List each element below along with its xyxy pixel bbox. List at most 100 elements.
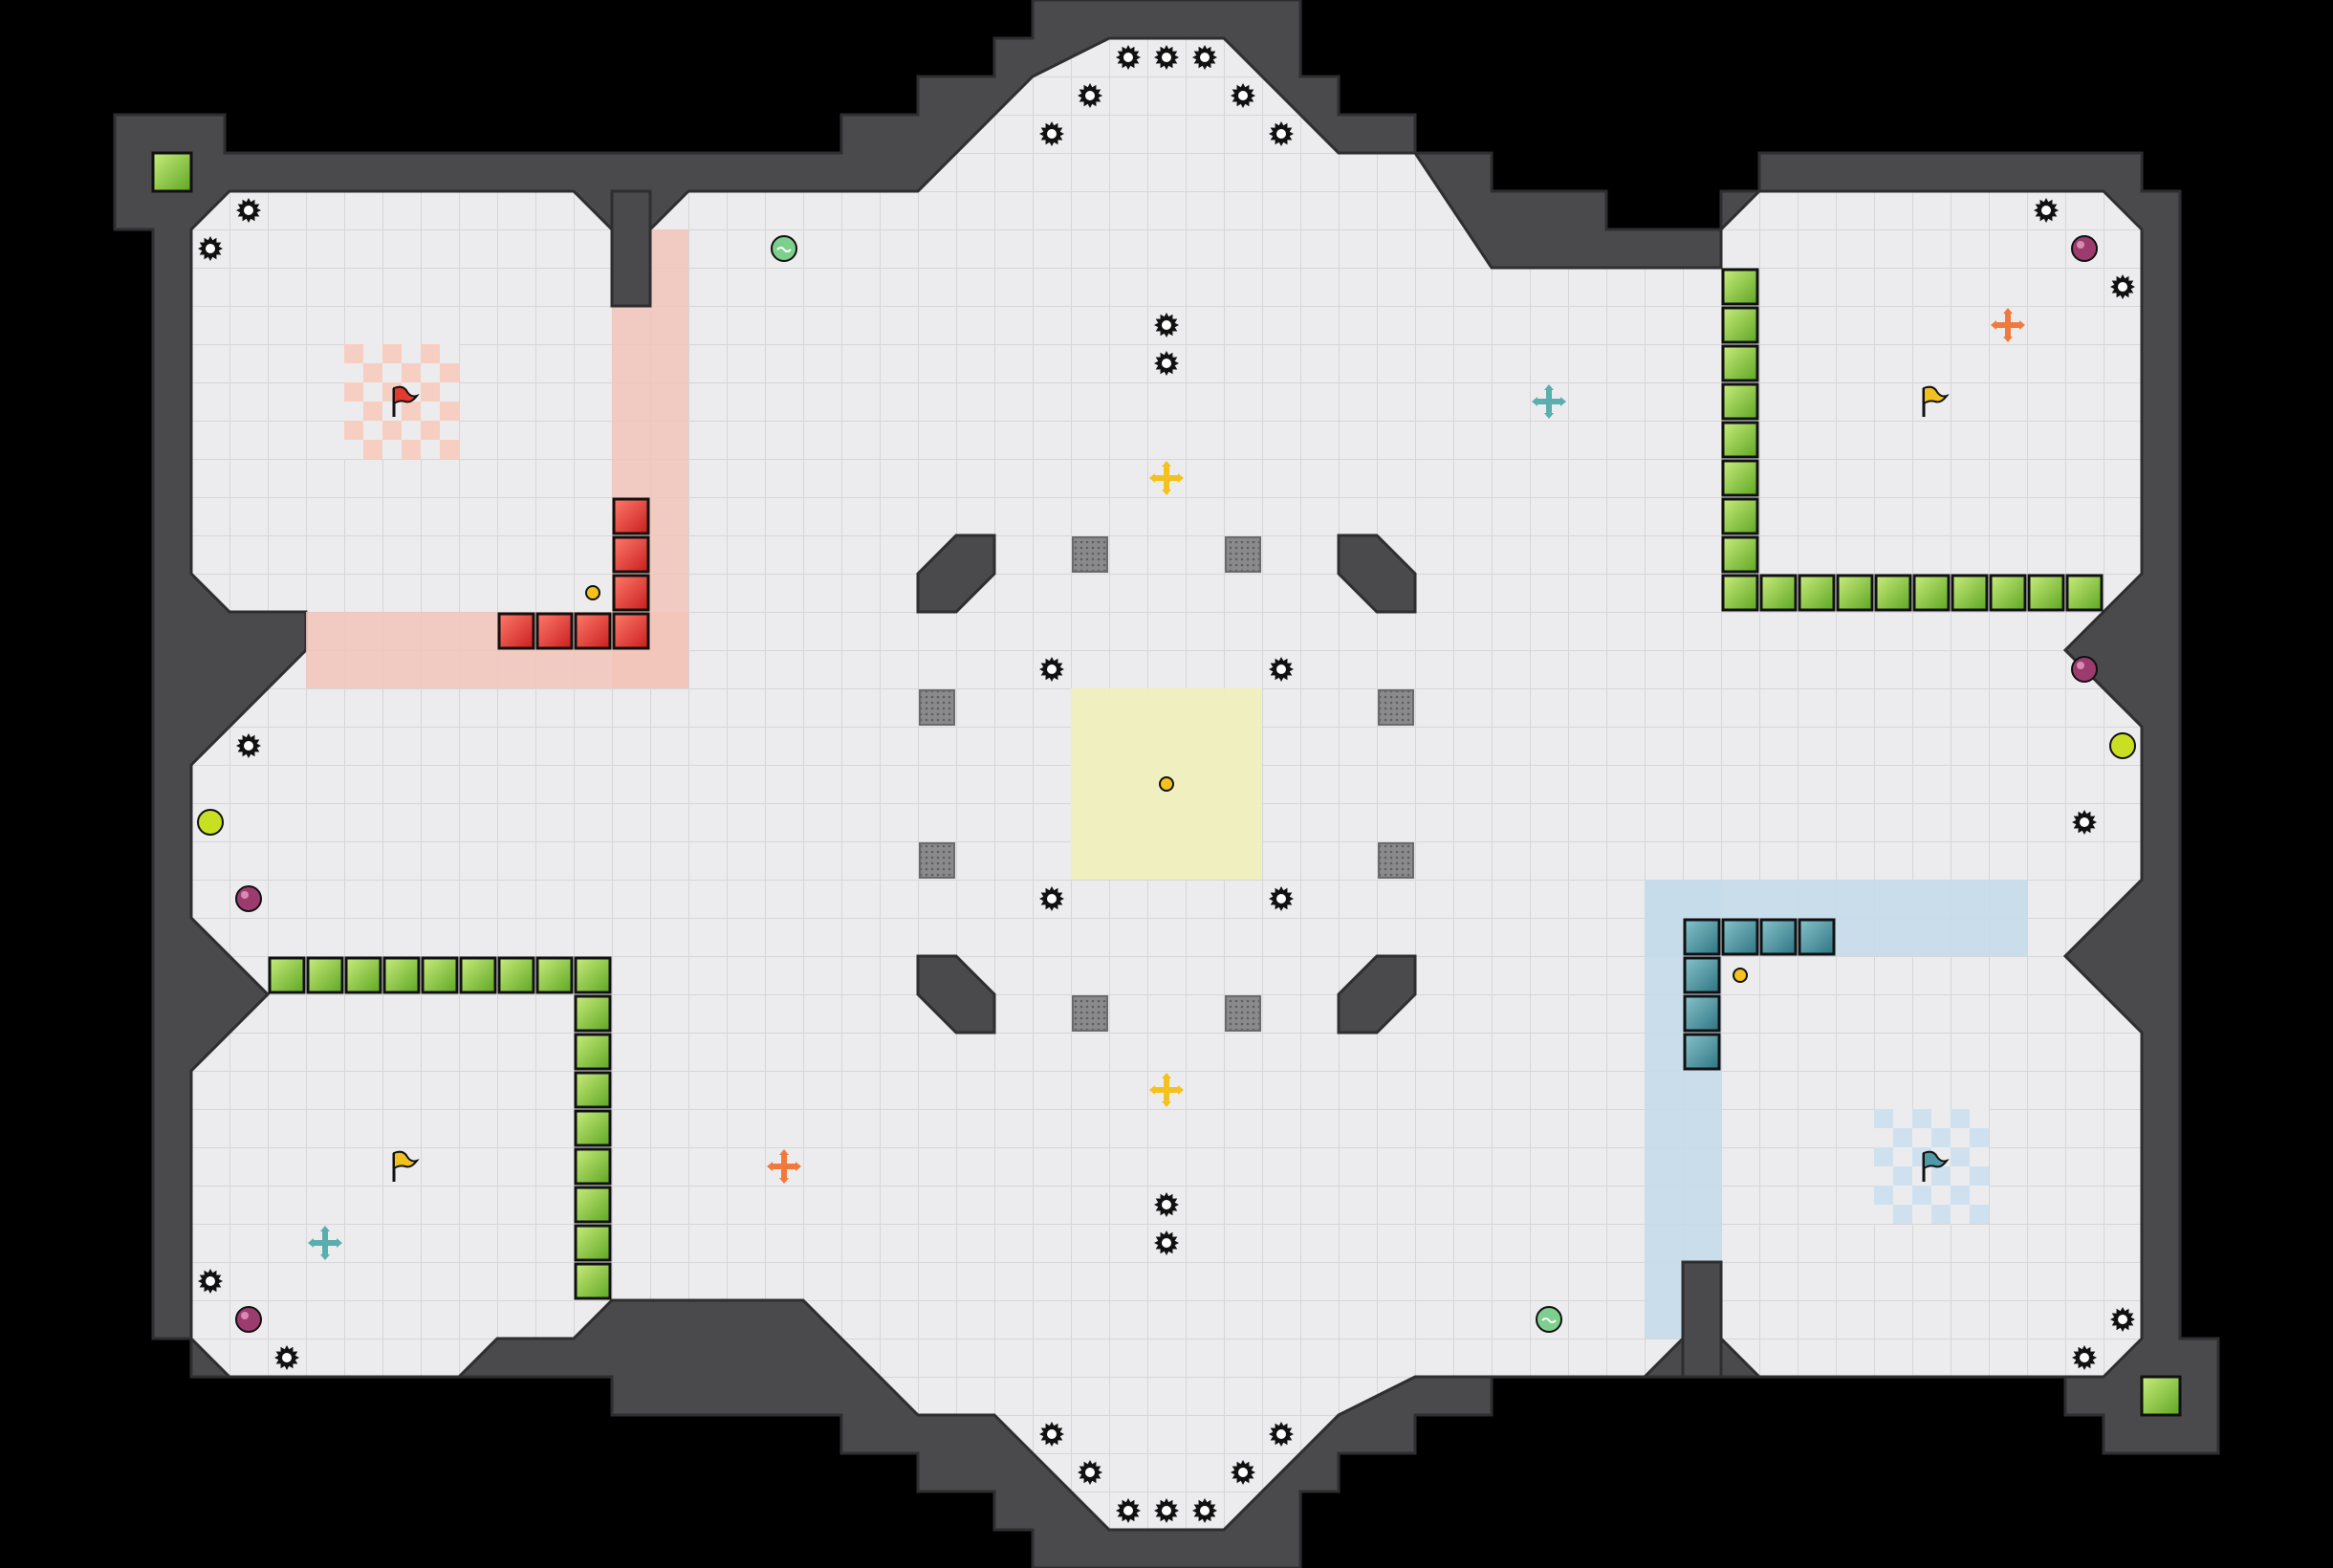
mine-icon <box>1154 1498 1179 1523</box>
floor-grate <box>919 689 955 726</box>
flag-blue-icon[interactable] <box>1922 1150 1950 1182</box>
green-block <box>459 956 497 994</box>
green-block <box>574 956 612 994</box>
blue-block <box>1683 1033 1721 1071</box>
green-block <box>1721 459 1759 497</box>
wall-notch <box>1681 1260 1723 1379</box>
green-block <box>1721 382 1759 421</box>
mine-icon <box>236 198 261 223</box>
mine-icon <box>1116 1498 1141 1523</box>
green-block <box>1951 574 1989 612</box>
green-block <box>574 1262 612 1300</box>
green-block <box>1721 497 1759 535</box>
mine-icon <box>2034 198 2059 223</box>
green-block <box>535 956 574 994</box>
mine-icon <box>198 1269 223 1294</box>
mine-icon <box>1039 1422 1064 1447</box>
green-block <box>574 1224 612 1262</box>
green-block <box>382 956 421 994</box>
cross-pickup-icon[interactable] <box>308 1226 342 1260</box>
mine-icon <box>1192 1498 1217 1523</box>
blue-block <box>1683 918 1721 956</box>
green-block <box>574 1071 612 1109</box>
green-block <box>1721 306 1759 344</box>
wall-notch <box>610 189 652 308</box>
pickups <box>308 308 2025 1260</box>
red-block <box>574 612 612 650</box>
green-block <box>1874 574 1912 612</box>
mine-icon <box>2072 810 2097 835</box>
mine-icon <box>1154 1192 1179 1217</box>
red-block <box>497 612 535 650</box>
green-block <box>306 956 344 994</box>
green-block <box>497 956 535 994</box>
green-block <box>574 1186 612 1224</box>
green-block <box>1836 574 1874 612</box>
mine-icon <box>1231 1460 1255 1485</box>
green-block <box>574 1109 612 1147</box>
orb-green-icon[interactable] <box>1536 1306 1562 1333</box>
green-block <box>2027 574 2065 612</box>
blue-block <box>1683 956 1721 994</box>
orbs <box>197 235 2136 1333</box>
orb-lime-icon[interactable] <box>197 809 224 836</box>
blue-block <box>1759 918 1798 956</box>
green-block <box>2065 574 2104 612</box>
mines <box>198 45 2135 1523</box>
cross-pickup-icon[interactable] <box>1149 461 1184 495</box>
mine-icon <box>1154 313 1179 338</box>
mine-icon <box>1154 45 1179 70</box>
green-block <box>344 956 382 994</box>
mine-icon <box>1269 1422 1294 1447</box>
cross-pickup-icon[interactable] <box>1532 384 1566 419</box>
green-block <box>1721 344 1759 382</box>
green-block <box>1721 535 1759 574</box>
mine-icon <box>1078 1460 1102 1485</box>
flag-yellow-icon[interactable] <box>392 1150 420 1182</box>
orb-purple-icon[interactable] <box>235 1306 262 1333</box>
green-block <box>268 956 306 994</box>
spawn-dot <box>585 585 600 600</box>
block-walls <box>268 268 2104 1300</box>
green-block <box>1798 574 1836 612</box>
green-block <box>1989 574 2027 612</box>
floor-grate <box>1072 995 1108 1032</box>
green-block <box>1721 574 1759 612</box>
mine-icon <box>2072 1345 2097 1370</box>
red-block <box>612 612 650 650</box>
spawn-dot <box>1159 776 1174 792</box>
mine-icon <box>1231 83 1255 108</box>
blue-block <box>1683 994 1721 1033</box>
spawn-dot <box>1733 968 1748 983</box>
orb-purple-icon[interactable] <box>2071 235 2098 262</box>
floor-grate <box>1378 689 1414 726</box>
mine-icon <box>274 1345 299 1370</box>
red-block <box>535 612 574 650</box>
cross-pickup-icon[interactable] <box>767 1149 801 1184</box>
floor-grate <box>919 842 955 879</box>
spawn-pad-top-left[interactable] <box>151 151 193 193</box>
flag-yellow-icon[interactable] <box>1922 385 1950 417</box>
mine-icon <box>1154 1230 1179 1255</box>
mine-icon <box>1039 121 1064 146</box>
cross-pickup-icon[interactable] <box>1991 308 2025 342</box>
green-block <box>1912 574 1951 612</box>
green-block <box>421 956 459 994</box>
center-pillars <box>916 534 1417 1034</box>
cross-pickup-icon[interactable] <box>1149 1073 1184 1107</box>
mine-icon <box>1116 45 1141 70</box>
orb-purple-icon[interactable] <box>2071 656 2098 683</box>
mine-icon <box>1039 886 1064 911</box>
flag-red-icon[interactable] <box>392 385 420 417</box>
mine-icon <box>1269 657 1294 682</box>
orb-green-icon[interactable] <box>771 235 797 262</box>
orb-lime-icon[interactable] <box>2109 732 2136 759</box>
spawn-pad-bottom-right[interactable] <box>2140 1375 2182 1417</box>
orb-purple-icon[interactable] <box>235 885 262 912</box>
spawn-dots <box>585 585 1748 983</box>
floor-grate <box>1225 995 1261 1032</box>
floor-grate <box>1225 536 1261 573</box>
flags <box>392 385 1950 1182</box>
blue-block <box>1721 918 1759 956</box>
